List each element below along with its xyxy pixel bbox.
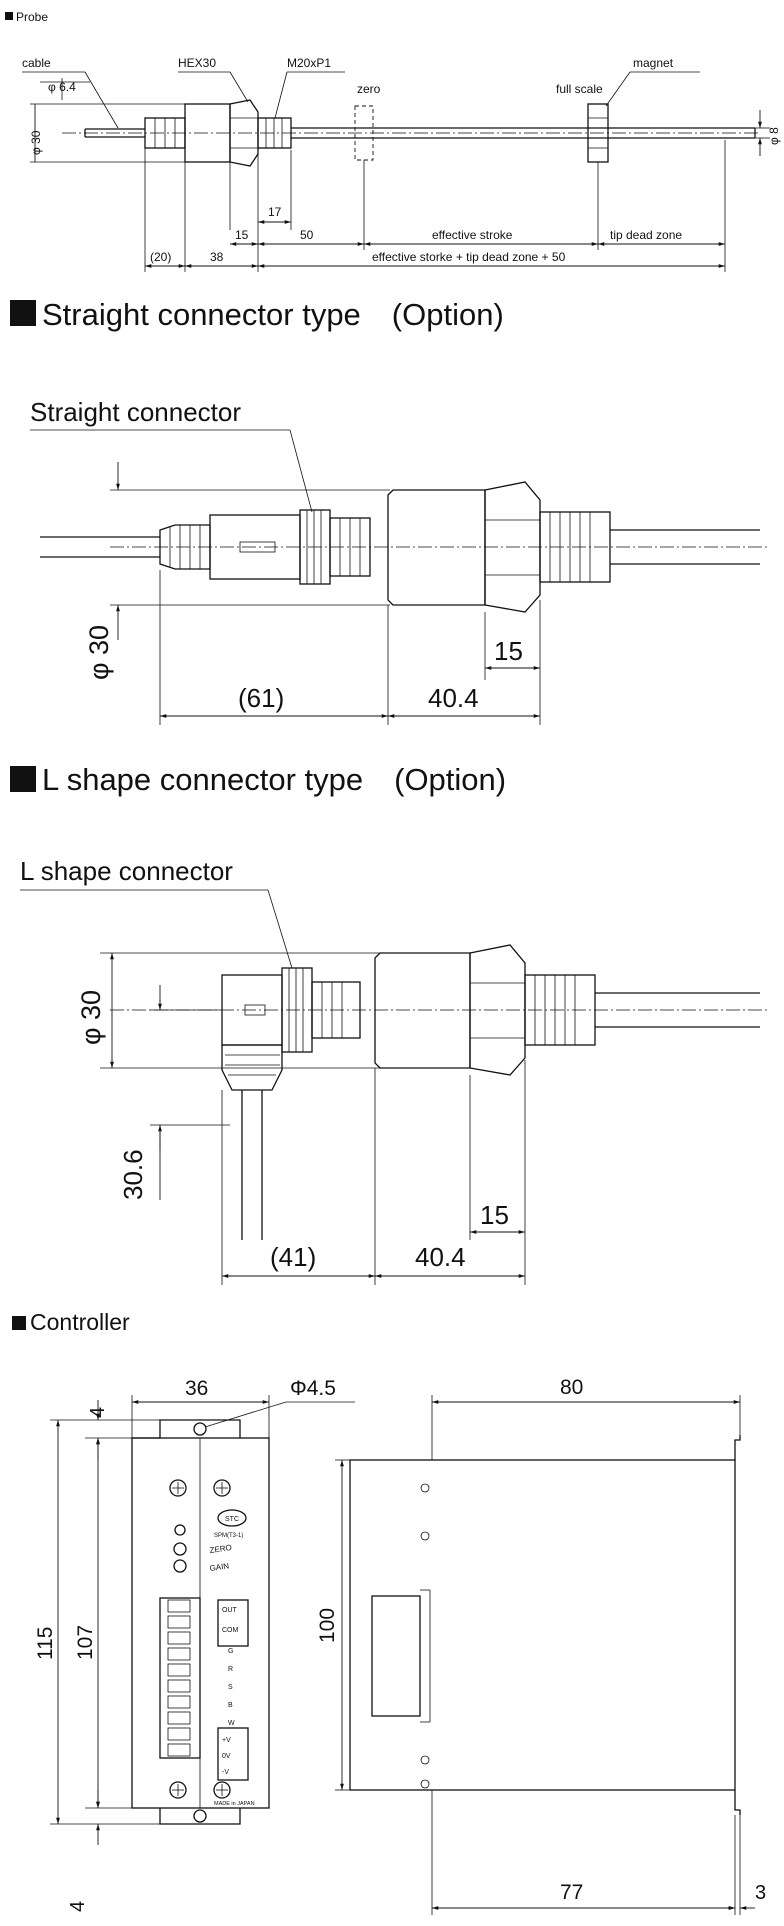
straight-dim-404: 40.4 bbox=[428, 683, 479, 713]
section-bullet-icon bbox=[10, 300, 36, 326]
terminal-cell bbox=[167, 1679, 191, 1693]
terminal-cell bbox=[167, 1663, 191, 1677]
ctrl-dim-115: 115 bbox=[34, 1627, 57, 1660]
probe-magnet-label: magnet bbox=[633, 56, 674, 70]
term-s: S bbox=[228, 1684, 233, 1691]
probe-body-dia-label: φ 30 bbox=[29, 130, 43, 155]
terminal-cell bbox=[167, 1727, 191, 1741]
probe-zero-label: zero bbox=[357, 82, 381, 96]
section-bullet-icon bbox=[5, 12, 13, 20]
terminal-cell bbox=[167, 1711, 191, 1725]
probe-title: Probe bbox=[16, 10, 48, 24]
controller-side-terminal bbox=[371, 1595, 421, 1717]
term-w: W bbox=[228, 1720, 235, 1727]
controller-model: SPM(T3-1) bbox=[214, 1533, 243, 1539]
terminal-cell bbox=[167, 1695, 191, 1709]
terminal-cell bbox=[167, 1599, 191, 1613]
lshape-hex bbox=[469, 944, 526, 1076]
controller-made: MADE in JAPAN bbox=[214, 1801, 255, 1807]
lshape-thread bbox=[524, 974, 596, 1046]
trimmer-icon[interactable] bbox=[174, 1524, 186, 1536]
term-0v: 0V bbox=[222, 1753, 231, 1760]
probe-section: Probe cable φ bbox=[5, 10, 781, 272]
lshape-dim-404: 40.4 bbox=[415, 1242, 466, 1272]
controller-side-view bbox=[349, 1459, 736, 1791]
terminal-cell bbox=[167, 1615, 191, 1629]
probe-cable-label: cable bbox=[22, 56, 51, 70]
screw-icon bbox=[169, 1479, 231, 1799]
controller-gain-label: GAIN bbox=[209, 1561, 230, 1573]
probe-dim-20: (20) bbox=[150, 250, 171, 264]
lshape-connector-label: L shape connector bbox=[20, 856, 233, 886]
stc-logo bbox=[217, 1509, 247, 1527]
terminal-cell bbox=[167, 1647, 191, 1661]
ctrl-dim-3: 3 bbox=[755, 1882, 766, 1904]
ctrl-dim-107: 107 bbox=[74, 1625, 97, 1660]
section-bullet-icon bbox=[10, 766, 36, 792]
straight-connector-section: Straight connector type (Option) Straigh… bbox=[10, 297, 770, 725]
term-r: R bbox=[228, 1666, 233, 1673]
probe-thread bbox=[257, 117, 292, 149]
ctrl-dim-4-bot: 4 bbox=[67, 1901, 89, 1912]
controller-front-panel bbox=[131, 1437, 270, 1809]
probe-thread-label: M20xP1 bbox=[287, 56, 331, 70]
probe-dim-38: 38 bbox=[210, 250, 224, 264]
terminal-cell bbox=[167, 1743, 191, 1757]
probe-effective-stroke: effective stroke bbox=[432, 228, 513, 242]
ctrl-dim-77: 77 bbox=[560, 1881, 583, 1904]
term-out: OUT bbox=[222, 1607, 238, 1614]
controller-section: Controller STC SPM(T3-1) ZERO GAIN OUT bbox=[12, 1309, 766, 1915]
term-b: B bbox=[228, 1702, 233, 1709]
straight-body bbox=[387, 489, 486, 606]
probe-dim-15: 15 bbox=[235, 228, 249, 242]
ctrl-dim-4-top: 4 bbox=[87, 1407, 109, 1418]
straight-dia-label: φ 30 bbox=[84, 625, 114, 680]
controller-stc: STC bbox=[225, 1516, 239, 1523]
probe-tip-dead-zone: tip dead zone bbox=[610, 228, 682, 242]
probe-dim-17: 17 bbox=[268, 205, 282, 219]
lshape-title: L shape connector type (Option) bbox=[42, 762, 506, 797]
term-g: G bbox=[228, 1648, 233, 1655]
straight-dim-61: (61) bbox=[238, 683, 284, 713]
controller-zero-label: ZERO bbox=[209, 1543, 232, 1555]
gain-trimmer-icon[interactable] bbox=[173, 1559, 187, 1573]
straight-connector-label: Straight connector bbox=[30, 397, 241, 427]
ctrl-dim-36: 36 bbox=[185, 1377, 208, 1400]
straight-hex bbox=[484, 481, 541, 613]
section-bullet-icon bbox=[12, 1316, 26, 1330]
probe-dim-total: effective storke + tip dead zone + 50 bbox=[372, 250, 566, 264]
straight-dim-15: 15 bbox=[494, 636, 523, 666]
straight-thread bbox=[539, 511, 611, 583]
lshape-dia-label: φ 30 bbox=[76, 990, 106, 1045]
lshape-dim-15: 15 bbox=[480, 1200, 509, 1230]
controller-title: Controller bbox=[30, 1309, 130, 1335]
terminal-block bbox=[159, 1597, 201, 1759]
term-minus-v: -V bbox=[222, 1769, 229, 1776]
terminal-cell bbox=[167, 1631, 191, 1645]
probe-fullscale-label: full scale bbox=[556, 82, 603, 96]
probe-rod-dia-label: φ 8 bbox=[767, 127, 781, 145]
lshape-connector-section: L shape connector type (Option) L shape … bbox=[10, 762, 770, 1285]
ctrl-dim-80: 80 bbox=[560, 1376, 583, 1399]
lshape-dim-41: (41) bbox=[270, 1242, 316, 1272]
straight-title: Straight connector type (Option) bbox=[42, 297, 504, 332]
term-com: COM bbox=[222, 1627, 239, 1634]
lshape-body bbox=[374, 952, 471, 1069]
probe-dim-50: 50 bbox=[300, 228, 314, 242]
probe-hex-label: HEX30 bbox=[178, 56, 216, 70]
ctrl-dim-100: 100 bbox=[316, 1608, 339, 1643]
zero-trimmer-icon[interactable] bbox=[173, 1542, 187, 1556]
lshape-dim-306: 30.6 bbox=[118, 1149, 148, 1200]
term-plus-v: +V bbox=[222, 1737, 231, 1744]
ctrl-dim-hole: Φ4.5 bbox=[290, 1377, 336, 1400]
